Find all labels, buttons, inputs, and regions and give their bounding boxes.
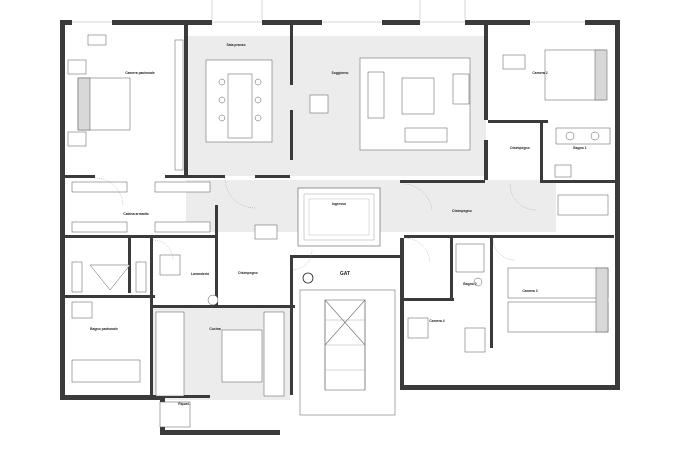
label-ripost: Ripost.	[178, 402, 190, 406]
label-disimpegno-1: Disimpegno	[510, 146, 529, 150]
bed-room-4	[407, 317, 486, 353]
label-lavanderia: Lavanderia	[191, 272, 209, 276]
master-bathroom-fixtures	[71, 261, 147, 383]
label-bagno-1: Bagno 1	[573, 146, 586, 150]
label-sala-pranzo: Sala pranzo	[226, 43, 245, 47]
label-camera-4: Camera 4	[429, 319, 444, 323]
living-sofas	[309, 57, 471, 151]
bathroom-2-fixtures	[455, 243, 485, 287]
label-cucina: Cucina	[209, 327, 220, 331]
top-windows	[72, 0, 585, 25]
stair-label: GAT	[340, 271, 350, 277]
label-camera-padronale: Camera padronale	[125, 71, 155, 75]
kitchen-units	[155, 311, 285, 428]
label-camera-2: Camera 2	[532, 71, 547, 75]
bed-room-2	[502, 49, 608, 101]
dining-table	[205, 59, 273, 143]
walk-in-closet-shelves	[71, 181, 211, 233]
entry-niche	[297, 187, 381, 247]
room-labels: Camera padronale Sala pranzo Soggiorno C…	[90, 43, 587, 406]
beds-room-3	[507, 267, 609, 333]
label-bagno-padronale: Bagno padronale	[90, 327, 118, 331]
interior-walls	[65, 25, 615, 398]
laundry-fixtures	[159, 224, 278, 306]
label-soggiorno: Soggiorno	[332, 71, 349, 75]
label-disimpegno-3: Disimpegno	[238, 271, 257, 275]
bathroom-1-fixtures	[554, 127, 611, 216]
label-camera-3: Camera 3	[522, 289, 537, 293]
label-cabina-armadio: Cabina armadio	[123, 212, 148, 216]
door-swings	[94, 177, 537, 271]
label-bagno-2: Bagno 2	[463, 282, 476, 286]
stair-core: GAT	[290, 255, 400, 416]
master-bed	[67, 34, 184, 171]
label-disimpegno-2: Disimpegno	[452, 209, 471, 213]
label-ingresso: Ingresso	[332, 202, 346, 206]
